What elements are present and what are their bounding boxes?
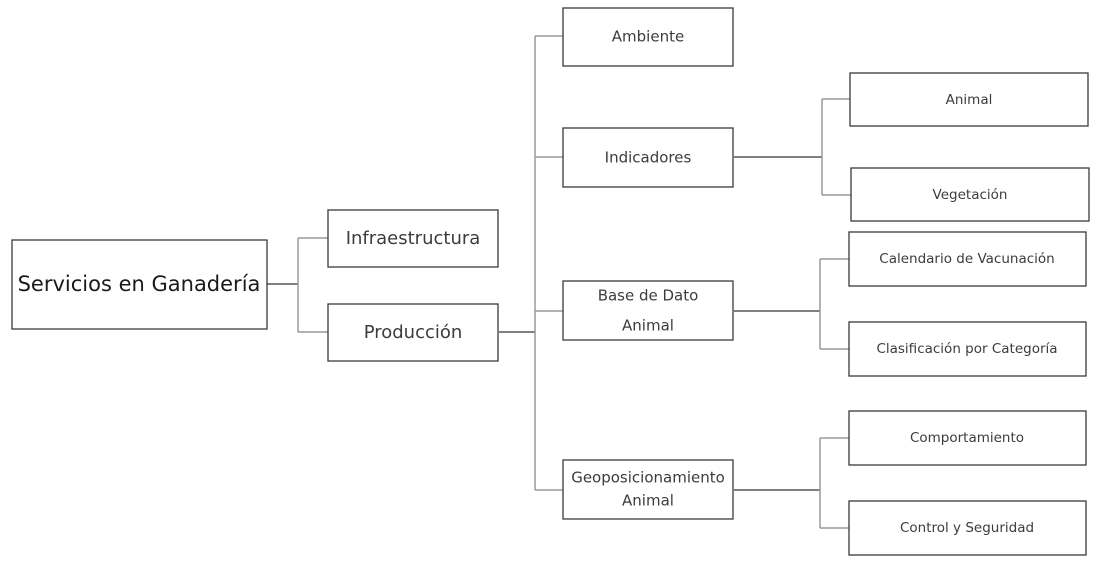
- node-label: Animal: [946, 92, 993, 108]
- node-label: Vegetación: [933, 187, 1008, 203]
- node-label-line-2: Animal: [622, 492, 674, 510]
- node-label: Servicios en Ganadería: [18, 272, 261, 296]
- node-label-line-1: Geoposicionamiento: [571, 469, 725, 487]
- node-label: Control y Seguridad: [900, 520, 1034, 536]
- node-control-y-seguridad: Control y Seguridad: [848, 500, 1087, 556]
- node-label: Ambiente: [612, 28, 684, 46]
- node-label: Producción: [364, 322, 463, 343]
- node-label: Indicadores: [605, 149, 692, 167]
- node-produccion: Producción: [327, 303, 499, 362]
- node-label-line-1: Base de Dato: [598, 287, 699, 305]
- connectors: [267, 35, 851, 529]
- node-label: Calendario de Vacunación: [879, 251, 1054, 267]
- node-ambiente: Ambiente: [562, 7, 734, 67]
- node-label: Comportamiento: [910, 430, 1024, 446]
- node-comportamiento: Comportamiento: [848, 410, 1087, 466]
- node-geoposicionamiento-animal: Geoposicionamiento Animal: [562, 459, 734, 520]
- node-servicios-en-ganaderia: Servicios en Ganadería: [11, 239, 268, 330]
- node-label-line-2: Animal: [622, 317, 674, 335]
- node-calendario-de-vacunacion: Calendario de Vacunación: [848, 231, 1087, 287]
- node-label: Infraestructura: [346, 228, 481, 249]
- node-base-de-dato-animal: Base de Dato Animal: [562, 280, 734, 341]
- node-infraestructura: Infraestructura: [327, 209, 499, 268]
- node-clasificacion-por-categoria: Clasificación por Categoría: [848, 321, 1087, 377]
- node-vegetacion: Vegetación: [850, 167, 1090, 222]
- node-animal: Animal: [849, 72, 1089, 127]
- node-label: Clasificación por Categoría: [876, 341, 1057, 357]
- node-indicadores: Indicadores: [562, 127, 734, 188]
